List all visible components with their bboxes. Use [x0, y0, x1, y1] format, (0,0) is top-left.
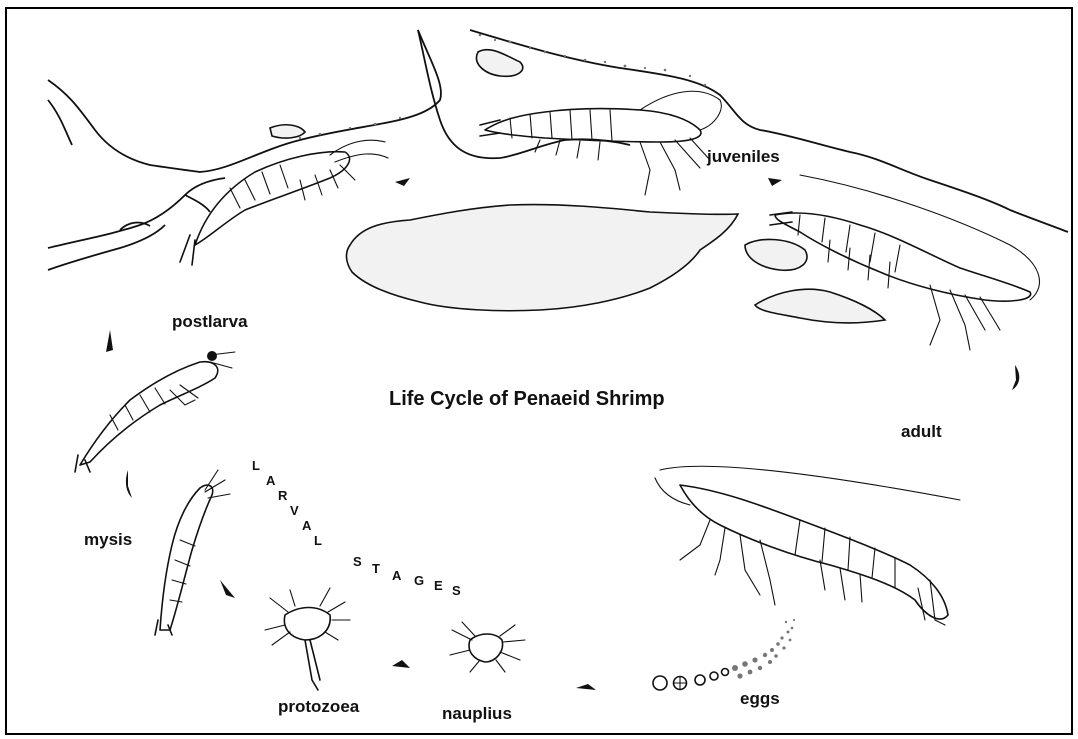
island-left [270, 125, 305, 138]
larval-letter: L [314, 533, 323, 548]
adult-shrimp-lower [655, 466, 960, 625]
adult-shrimp-upper [770, 175, 1040, 350]
larval-letter: S [353, 554, 363, 569]
larval-letter: E [434, 578, 444, 593]
larval-letter: A [266, 473, 276, 488]
eggs-cluster [653, 619, 795, 690]
juvenile-shrimp [480, 91, 721, 195]
label-protozoea: protozoea [278, 697, 360, 716]
postlarva-small-shrimp [75, 351, 235, 472]
label-eggs: eggs [740, 689, 780, 708]
larval-letter: S [452, 583, 462, 598]
larval-stages-label: L A R V A L S T A G E S [252, 458, 462, 598]
protozoea-larva [265, 588, 350, 690]
diagram-border [6, 8, 1072, 734]
label-mysis: mysis [84, 530, 132, 549]
right-island-1 [745, 239, 807, 270]
larval-letter: G [414, 573, 425, 588]
larval-letter: A [302, 518, 312, 533]
right-island-2 [755, 289, 885, 323]
larval-letter: V [290, 503, 300, 518]
larval-letter: A [392, 568, 402, 583]
larval-letter: L [252, 458, 261, 473]
label-postlarva: postlarva [172, 312, 248, 331]
label-juveniles: juveniles [706, 147, 780, 166]
larval-letter: R [278, 488, 288, 503]
nauplius-larva [450, 622, 525, 672]
island-small [477, 50, 523, 77]
central-island [346, 205, 738, 311]
mysis-larva [155, 470, 230, 635]
label-nauplius: nauplius [442, 704, 512, 723]
larval-letter: T [372, 561, 381, 576]
diagram-title: Life Cycle of Penaeid Shrimp [389, 388, 665, 410]
label-adult: adult [901, 422, 942, 441]
